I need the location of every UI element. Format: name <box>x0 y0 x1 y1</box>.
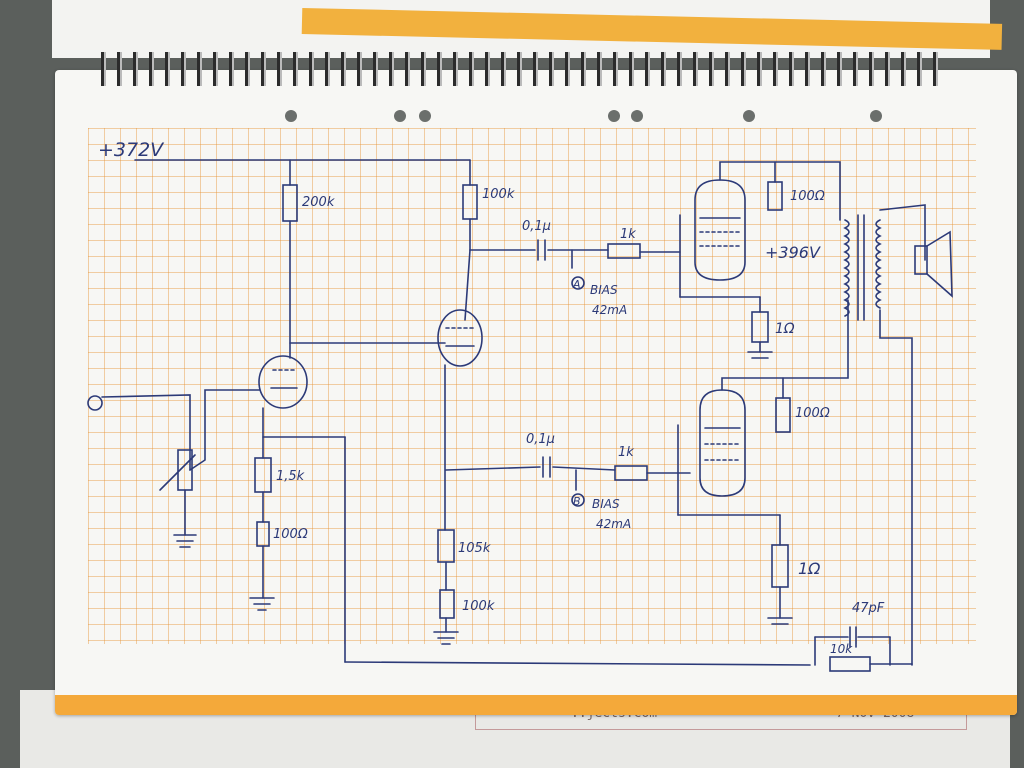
punch-hole <box>608 110 620 122</box>
bias-point-a <box>571 276 585 290</box>
supply-output-label: +396V <box>765 243 821 262</box>
resistor-1k5 <box>254 457 272 493</box>
label-bias-top-current: 42mA <box>592 303 627 317</box>
label-r-1k-bottom: 1k <box>618 445 634 460</box>
punch-hole <box>870 110 882 122</box>
wire <box>721 299 849 391</box>
label-r-10k: 10k <box>830 642 853 656</box>
label-r-1k-top: 1k <box>620 227 636 242</box>
label-r-1r-top: 1Ω <box>775 321 795 337</box>
notebook-page-edge <box>55 695 1017 715</box>
label-r-1r-bottom: 1Ω <box>798 559 821 578</box>
wire <box>879 204 926 261</box>
resistor-1r-top <box>751 311 769 343</box>
label-r-100k-bottom: 100k <box>462 599 495 614</box>
label-r-100r-cathode: 100Ω <box>273 527 308 542</box>
tube-splitter <box>437 309 483 367</box>
resistor-100r-mid <box>775 397 791 433</box>
resistor-105k <box>437 529 455 563</box>
spiral-binding <box>95 52 945 86</box>
input-jack <box>87 395 103 411</box>
label-c-top: 0,1µ <box>522 219 551 234</box>
resistor-200k <box>282 184 298 222</box>
label-bias-top: BIAS <box>590 283 618 297</box>
label-r-100k-top: 100k <box>482 187 515 202</box>
transformer-primary <box>843 219 850 317</box>
punch-hole <box>743 110 755 122</box>
punch-hole <box>285 110 297 122</box>
resistor-10k <box>829 656 871 672</box>
label-bias-bottom: BIAS <box>592 497 620 511</box>
graph-grid <box>88 128 976 644</box>
resistor-100r-cathode <box>256 521 270 547</box>
label-r-1k5: 1,5k <box>276 469 305 484</box>
wire <box>879 309 913 666</box>
punch-hole <box>419 110 431 122</box>
punch-hole <box>631 110 643 122</box>
wire <box>552 466 616 471</box>
resistor-100k-bottom <box>439 589 455 619</box>
label-c-47p: 47pF <box>852 601 885 616</box>
resistor-100r-top <box>767 181 783 211</box>
transformer-secondary <box>875 219 882 309</box>
bias-point-b <box>571 493 585 507</box>
resistor-1r-bottom <box>771 544 789 588</box>
wire <box>189 389 261 471</box>
label-bias-bottom-current: 42mA <box>596 517 631 531</box>
resistor-1k-top <box>607 243 641 259</box>
wire <box>464 249 471 321</box>
wire <box>719 161 841 221</box>
resistor-100k-top <box>462 184 478 220</box>
resistor-1k-bottom <box>614 465 648 481</box>
label-r-105k: 105k <box>458 541 491 556</box>
label-bias-bottom-marker: B <box>573 495 581 508</box>
supply-main-label: +372V <box>98 139 165 161</box>
feedback-wire <box>344 661 811 666</box>
notebook-page <box>55 70 1017 715</box>
label-bias-top-marker: A <box>572 278 581 291</box>
speaker-cone <box>926 230 953 298</box>
tube-output-top <box>694 179 746 281</box>
wire <box>101 394 191 471</box>
punch-hole <box>394 110 406 122</box>
wire <box>445 466 541 471</box>
tube-input <box>258 355 308 409</box>
label-c-bottom: 0,1µ <box>526 432 555 447</box>
label-r-200k: 200k <box>302 195 335 210</box>
speaker-coil <box>914 245 928 275</box>
flipped-page <box>52 0 1003 58</box>
label-r-100r-mid: 100Ω <box>795 406 830 421</box>
tube-output-bottom <box>699 389 746 497</box>
label-r-100r-top: 100Ω <box>790 189 825 204</box>
